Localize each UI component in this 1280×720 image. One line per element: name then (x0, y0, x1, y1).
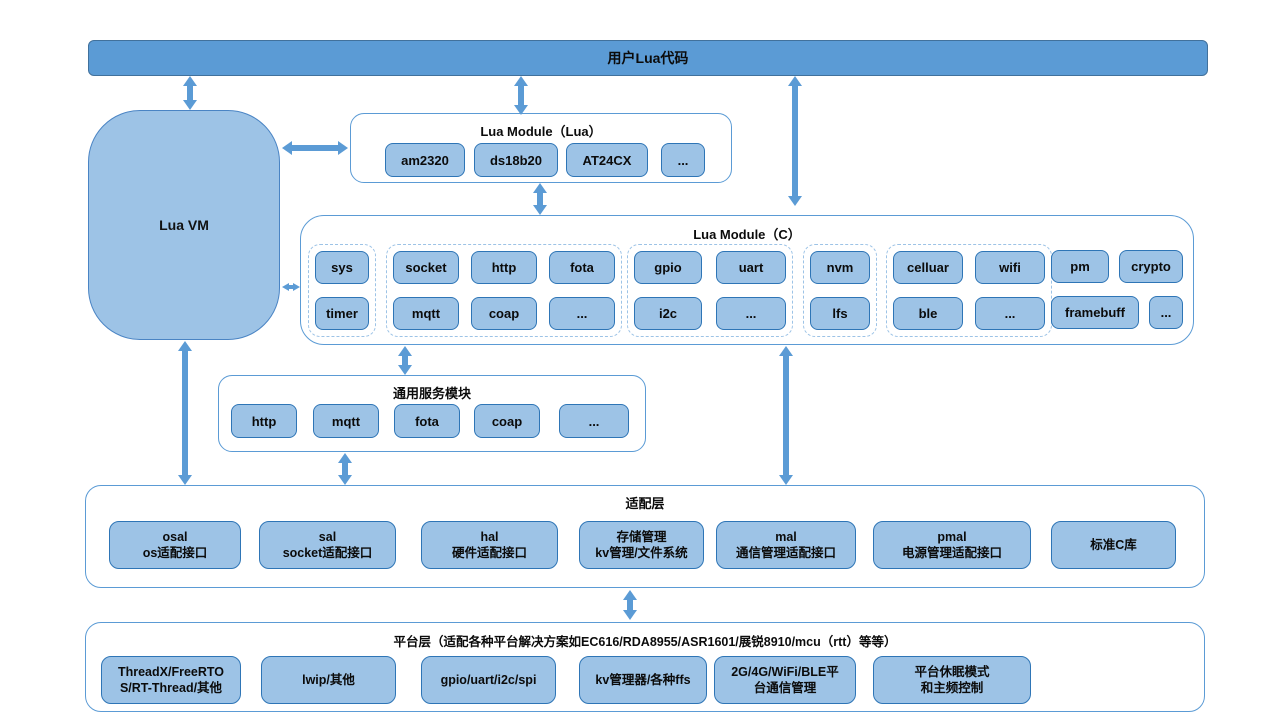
module-c-group-radio: celluar wifi ble ... (886, 244, 1052, 337)
chip-more: ... (975, 297, 1045, 330)
platform-layer-title: 平台层（适配各种平台解决方案如EC616/RDA8955/ASR1601/展锐8… (393, 635, 897, 649)
chip-kv-ffs: kv管理器/各种ffs (579, 656, 707, 704)
chip-std-c-lib: 标准C库 (1051, 521, 1176, 569)
chip-at24cx: AT24CX (566, 143, 648, 177)
chip-more: ... (716, 297, 786, 330)
arrow-moduleLua-moduleC (533, 183, 547, 215)
chip-mqtt: mqtt (393, 297, 459, 330)
chip-more: ... (661, 143, 705, 177)
arrow-service-adapter (338, 453, 352, 485)
module-c-group-core: sys timer (308, 244, 376, 337)
module-c-group-network: socket http fota mqtt coap ... (386, 244, 622, 337)
chip-lfs: lfs (810, 297, 870, 330)
chip-am2320: am2320 (385, 143, 465, 177)
chip-wifi: wifi (975, 251, 1045, 284)
chip-platform-periph: gpio/uart/i2c/spi (421, 656, 556, 704)
chip-line1: sal (318, 529, 337, 544)
module-c-group-periph: gpio uart i2c ... (627, 244, 793, 337)
arrow-adapter-platform (623, 590, 637, 620)
chip-socket: socket (393, 251, 459, 284)
chip-i2c: i2c (634, 297, 702, 330)
chip-rtos: ThreadX/FreeRTO S/RT-Thread/其他 (101, 656, 241, 704)
chip-line1: 标准C库 (1090, 537, 1137, 552)
chip-line1: mal (775, 529, 797, 544)
arrow-moduleC-adapter (779, 346, 793, 485)
chip-osal: osal os适配接口 (109, 521, 241, 569)
chip-framebuff: framebuff (1051, 296, 1139, 329)
chip-line2: socket适配接口 (282, 546, 373, 560)
chip-hal: hal 硬件适配接口 (421, 521, 558, 569)
chip-http: http (231, 404, 297, 438)
module-c-group-storage: nvm lfs (803, 244, 877, 337)
chip-mqtt: mqtt (313, 404, 379, 438)
chip-celluar: celluar (893, 251, 963, 284)
chip-sys: sys (315, 251, 369, 284)
chip-line1: hal (480, 529, 499, 544)
chip-platform-comm: 2G/4G/WiFi/BLE平 台通信管理 (714, 656, 856, 704)
arrow-luavm-moduleLua (282, 141, 348, 155)
chip-ds18b20: ds18b20 (474, 143, 558, 177)
lua-vm-block: Lua VM (88, 110, 280, 340)
chip-more: ... (559, 404, 629, 438)
chip-line1: pmal (937, 529, 967, 544)
chip-more: ... (1149, 296, 1183, 329)
chip-fota: fota (549, 251, 615, 284)
chip-mal: mal 通信管理适配接口 (716, 521, 856, 569)
user-lua-code-bar: 用户Lua代码 (88, 40, 1208, 76)
lua-module-lua-title: Lua Module（Lua） (480, 124, 602, 139)
platform-layer-box: 平台层（适配各种平台解决方案如EC616/RDA8955/ASR1601/展锐8… (85, 622, 1205, 712)
chip-coap: coap (474, 404, 540, 438)
chip-nvm: nvm (810, 251, 870, 284)
lua-module-lua-box: Lua Module（Lua） am2320 ds18b20 AT24CX ..… (350, 113, 732, 183)
chip-lwip: lwip/其他 (261, 656, 396, 704)
chip-pmal: pmal 电源管理适配接口 (873, 521, 1031, 569)
chip-http: http (471, 251, 537, 284)
chip-line2: kv管理/文件系统 (595, 546, 688, 560)
chip-line1: osal (162, 529, 188, 544)
arrow-usercode-luavm (183, 76, 197, 110)
chip-line2: os适配接口 (142, 546, 208, 560)
arrow-usercode-moduleLua (514, 76, 528, 115)
chip-gpio: gpio (634, 251, 702, 284)
adapter-layer-box: 适配层 osal os适配接口 sal socket适配接口 hal 硬件适配接口 存… (85, 485, 1205, 588)
module-c-group-misc: pm crypto framebuff ... (1051, 244, 1183, 335)
lua-module-c-box: Lua Module（C） sys timer socket http fota… (300, 215, 1194, 345)
chip-uart: uart (716, 251, 786, 284)
chip-fota: fota (394, 404, 460, 438)
arrow-moduleC-service (398, 346, 412, 375)
lua-module-c-title: Lua Module（C） (693, 227, 801, 242)
chip-coap: coap (471, 297, 537, 330)
chip-pm: pm (1051, 250, 1109, 283)
chip-line2: 电源管理适配接口 (901, 546, 1002, 560)
arrow-luavm-adapter (178, 341, 192, 485)
chip-storage-mgmt: 存储管理 kv管理/文件系统 (579, 521, 704, 569)
chip-line2: 通信管理适配接口 (735, 546, 836, 560)
chip-more: ... (549, 297, 615, 330)
chip-sleep-freq: 平台休眠模式 和主频控制 (873, 656, 1031, 704)
chip-line2: 硬件适配接口 (451, 546, 527, 560)
chip-ble: ble (893, 297, 963, 330)
chip-sal: sal socket适配接口 (259, 521, 396, 569)
adapter-layer-title: 适配层 (625, 496, 665, 511)
chip-crypto: crypto (1119, 250, 1183, 283)
chip-line1: 存储管理 (616, 529, 667, 544)
common-service-box: 通用服务模块 http mqtt fota coap ... (218, 375, 646, 452)
arrow-luavm-moduleC (282, 283, 300, 291)
chip-timer: timer (315, 297, 369, 330)
arrow-usercode-moduleC (788, 76, 802, 206)
common-service-title: 通用服务模块 (392, 386, 471, 401)
